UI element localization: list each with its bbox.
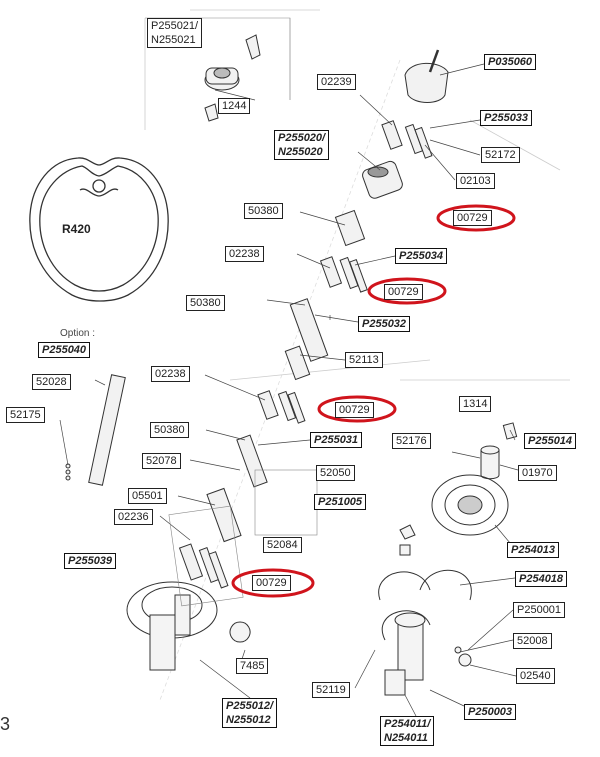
label-p255034: P255034 xyxy=(395,248,448,264)
label-p255040: P255040 xyxy=(38,342,91,358)
edge-mark: 3 xyxy=(0,714,11,734)
label-00729-c: 00729 xyxy=(335,402,374,418)
label-52176: 52176 xyxy=(392,433,431,449)
label-p035060: P035060 xyxy=(484,54,537,70)
label-52172: 52172 xyxy=(481,147,520,163)
label-50380-a: 50380 xyxy=(244,203,283,219)
label-p250001: P250001 xyxy=(513,602,566,618)
label-p254018: P254018 xyxy=(515,571,568,587)
label-00729-a: 00729 xyxy=(453,210,492,226)
label-02103: 02103 xyxy=(456,173,495,189)
highlight-ellipses xyxy=(231,204,516,598)
label-52113: 52113 xyxy=(345,352,383,368)
profile-r420-drawing xyxy=(29,157,169,302)
label-p255039: P255039 xyxy=(64,553,117,569)
label-p255014: P255014 xyxy=(524,433,577,449)
label-52028: 52028 xyxy=(32,374,71,390)
label-02236: 02236 xyxy=(114,509,153,525)
label-02239: 02239 xyxy=(317,74,356,90)
label-1314: 1314 xyxy=(459,396,492,412)
label-02540: 02540 xyxy=(516,668,555,684)
label-50380-c: 50380 xyxy=(150,422,189,438)
label-p255032: P255032 xyxy=(358,316,411,332)
label-50380-b: 50380 xyxy=(186,295,225,311)
label-p250003: P250003 xyxy=(464,704,517,720)
label-02238-a: 02238 xyxy=(225,246,264,262)
label-p254013: P254013 xyxy=(507,542,560,558)
label-01970: 01970 xyxy=(518,465,557,481)
label-02238-b: 02238 xyxy=(151,366,190,382)
label-p251005: P251005 xyxy=(314,494,367,510)
label-p255020: P255020/ N255020 xyxy=(274,130,330,160)
label-p255021: P255021/ N255021 xyxy=(147,18,203,48)
label-p254011: P254011/ N254011 xyxy=(380,716,435,746)
label-52008: 52008 xyxy=(513,633,552,649)
label-52084: 52084 xyxy=(263,537,302,553)
label-p255031: P255031 xyxy=(310,432,363,448)
label-52175: 52175 xyxy=(6,407,45,423)
option-caption: Option : xyxy=(60,328,96,339)
label-7485: 7485 xyxy=(236,658,269,674)
label-05501: 05501 xyxy=(128,488,167,504)
label-00729-b: 00729 xyxy=(384,284,423,300)
label-00729-d: 00729 xyxy=(252,575,291,591)
label-52078: 52078 xyxy=(142,453,181,469)
label-52050: 52050 xyxy=(316,465,355,481)
label-p255012: P255012/ N255012 xyxy=(222,698,278,728)
label-52119: 52119 xyxy=(312,682,350,698)
profile-label: R420 xyxy=(62,222,91,236)
label-1244: 1244 xyxy=(218,98,251,114)
label-p255033: P255033 xyxy=(480,110,533,126)
